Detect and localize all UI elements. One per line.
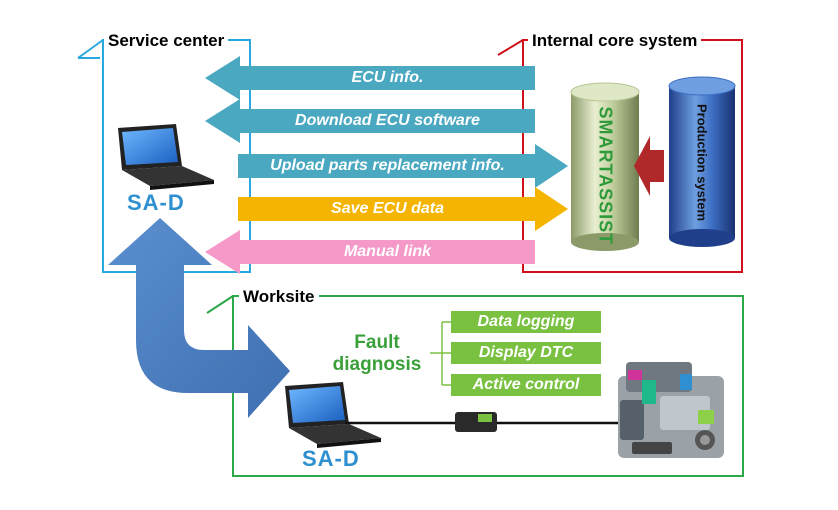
arrow-ecu-info	[205, 56, 535, 100]
service-sad-label: SA-D	[127, 190, 185, 215]
arrow-upload-parts-label: Upload parts replacement info.	[270, 157, 505, 174]
fault-diagnosis-label: Fault diagnosis	[332, 332, 422, 375]
function-bracket	[430, 321, 452, 386]
production-system-cylinder	[668, 76, 736, 247]
worksite-title: Worksite	[239, 287, 319, 307]
arrow-upload-parts	[238, 144, 568, 188]
bidirectional-arrow	[108, 218, 290, 418]
arrow-ecu-info-label: ECU info.	[351, 69, 424, 86]
arrow-save-ecu	[238, 187, 568, 231]
smartassist-cylinder	[570, 82, 640, 251]
production-to-smartassist-arrow	[634, 136, 664, 196]
engine-icon	[618, 362, 724, 458]
internal-core-title: Internal core system	[528, 31, 702, 51]
smartassist-label: SMARTASSIST	[595, 106, 616, 246]
arrow-manual-link-label: Manual link	[343, 243, 432, 260]
laptop-icon	[285, 382, 381, 448]
service-center-title: Service center	[104, 31, 229, 51]
arrow-download-ecu-label: Download ECU software	[295, 112, 480, 129]
worksite-box	[206, 295, 744, 477]
arrow-save-ecu-label: Save ECU data	[331, 200, 444, 217]
arrow-download-ecu	[205, 99, 535, 143]
laptop-icon	[118, 124, 214, 190]
adapter-icon	[455, 412, 497, 432]
active-control-tag: Active control	[451, 374, 601, 396]
display-dtc-tag: Display DTC	[451, 342, 601, 364]
arrow-manual-link	[205, 230, 535, 274]
worksite-sad-label: SA-D	[302, 446, 360, 471]
data-logging-tag: Data logging	[451, 311, 601, 333]
production-system-label: Production system	[694, 103, 710, 222]
